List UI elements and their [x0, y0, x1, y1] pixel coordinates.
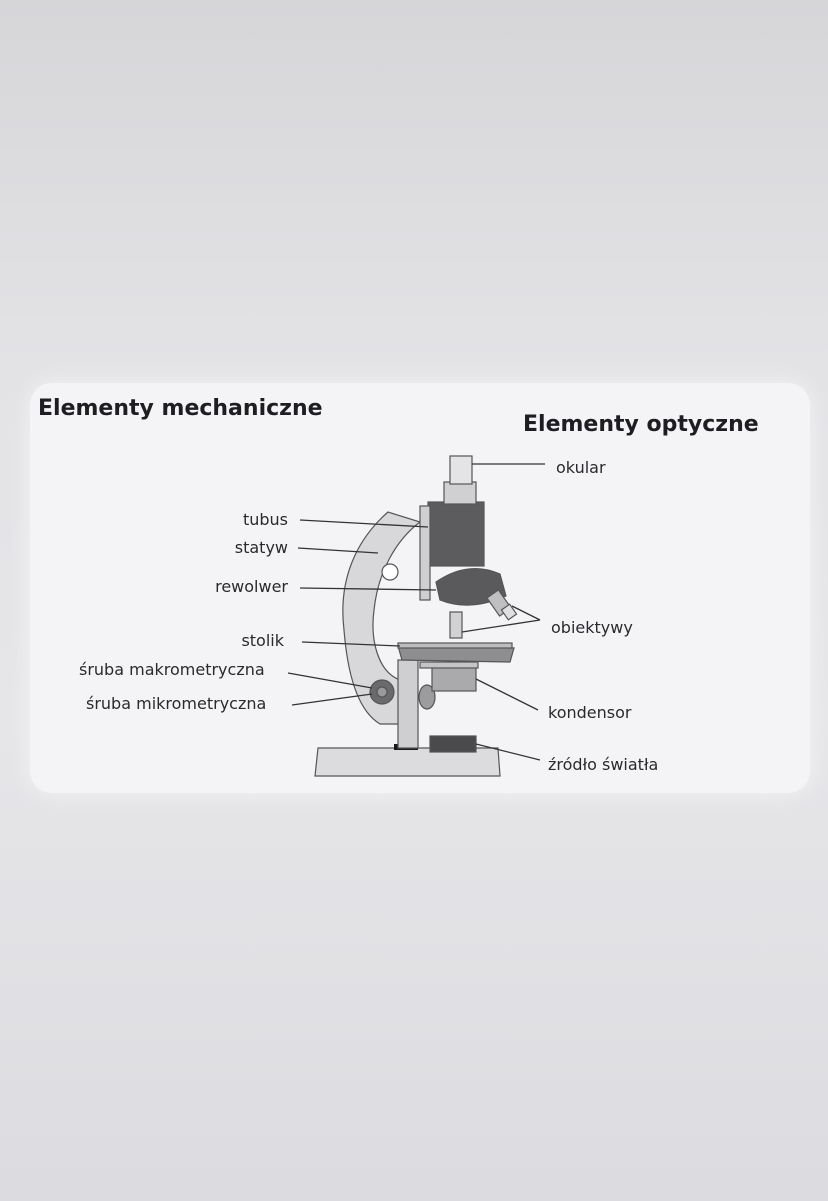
mikro-line: [291, 693, 373, 706]
microscope-pillar: [397, 659, 419, 749]
label-tubus: tubus: [242, 510, 288, 529]
microscope-tube: [427, 501, 485, 567]
stolik-line: [301, 641, 401, 647]
obiektywy-line-1: [511, 605, 541, 621]
light-source-shape: [429, 735, 477, 753]
arm-hole: [381, 563, 399, 581]
zrodlo-line: [475, 743, 541, 761]
coarse-focus-knob-inner: [376, 686, 388, 698]
nosepiece: [435, 568, 507, 606]
label-statyw: statyw: [234, 538, 288, 557]
label-rewolwer: rewolwer: [215, 577, 288, 596]
label-sruba-makrometryczna: śruba makrometryczna: [79, 660, 265, 679]
label-zrodlo-swiatla: źródło światła: [548, 755, 659, 774]
rewolwer-line: [299, 587, 437, 591]
optical-elements-heading: Elementy optyczne: [523, 412, 759, 437]
mechanical-elements-heading: Elementy mechaniczne: [38, 396, 323, 421]
kondensor-line: [475, 678, 539, 711]
stage-top: [397, 642, 513, 649]
microscope-illustration: [314, 455, 518, 777]
condenser-mount: [419, 661, 479, 669]
leader-lines: [287, 463, 545, 761]
statyw-line: [297, 547, 379, 554]
tubus-line: [299, 519, 429, 528]
obiektywy-line-2: [461, 619, 541, 633]
condenser-shape: [431, 666, 477, 692]
label-kondensor: kondensor: [548, 703, 632, 722]
label-stolik: stolik: [241, 631, 284, 650]
tube-connector: [419, 505, 431, 601]
label-okular: okular: [556, 458, 606, 477]
fine-focus-knob: [418, 684, 436, 710]
makro-line: [287, 672, 373, 689]
objective-vertical: [449, 611, 463, 639]
eyepiece-top: [449, 455, 473, 485]
objective-tilted-tip: [500, 603, 518, 621]
label-sruba-mikrometryczna: śruba mikrometryczna: [86, 694, 267, 713]
label-obiektywy: obiektywy: [551, 618, 633, 637]
eyepiece-barrel: [443, 481, 477, 505]
